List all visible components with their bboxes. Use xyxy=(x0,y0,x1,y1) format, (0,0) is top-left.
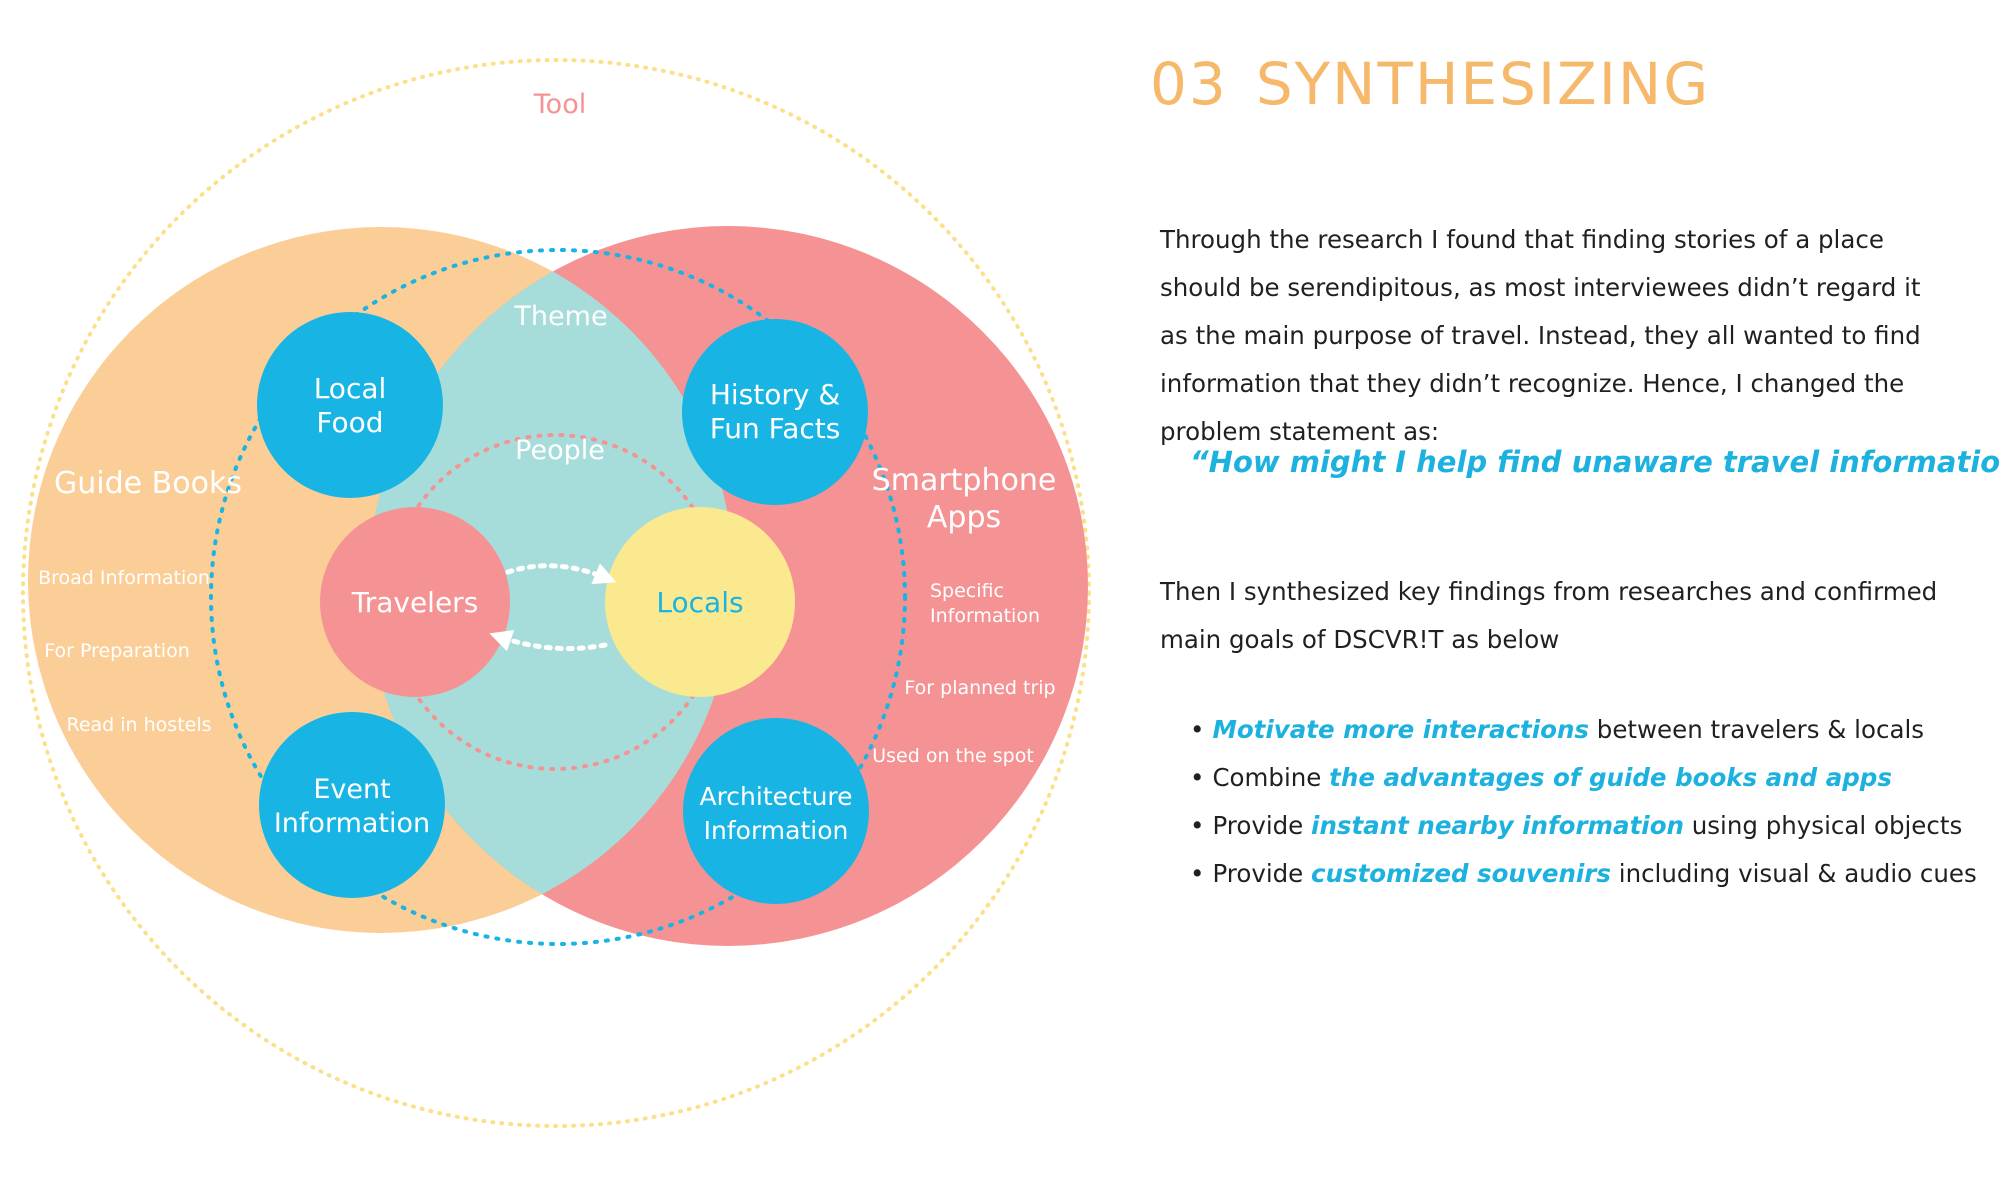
local-food-node: Local Food xyxy=(257,312,443,498)
section-heading: 03 SYNTHESIZING xyxy=(1150,50,1710,118)
smartphone-apps-item: Used on the spot xyxy=(872,745,1034,767)
smartphone-apps-title: Apps xyxy=(927,500,1001,535)
problem-statement-quote: “How might I help find unaware travel in… xyxy=(1190,445,2000,479)
research-paragraph: Through the research I found that findin… xyxy=(1160,225,1921,446)
guide-books-title: Guide Books xyxy=(54,466,242,501)
svg-text:History &: History & xyxy=(710,378,840,411)
smartphone-apps-item: Specific xyxy=(930,580,1004,602)
goal-item: •Provide customized souvenirs including … xyxy=(1190,859,1977,888)
locals-node: Locals xyxy=(605,507,795,697)
guide-books-item: Broad Information xyxy=(38,567,210,589)
smartphone-apps-title: Smartphone xyxy=(872,463,1057,498)
event-information-node: Event Information xyxy=(259,712,445,898)
svg-text:Locals: Locals xyxy=(656,586,743,619)
guide-books-item: Read in hostels xyxy=(66,714,211,736)
svg-text:Food: Food xyxy=(316,406,383,439)
guide-books-item: For Preparation xyxy=(44,640,190,662)
section-number: 03 xyxy=(1150,50,1228,118)
tool-ring xyxy=(21,58,1091,1128)
section-title: SYNTHESIZING xyxy=(1255,50,1711,118)
smartphone-apps-item: For planned trip xyxy=(904,677,1055,699)
theme-label: Theme xyxy=(513,301,607,332)
tool-label: Tool xyxy=(533,89,586,120)
svg-text:Information: Information xyxy=(274,808,430,839)
svg-text:Information: Information xyxy=(704,816,849,845)
svg-text:Event: Event xyxy=(313,774,390,805)
svg-text:Travelers: Travelers xyxy=(351,586,479,619)
goal-item: •Provide instant nearby information usin… xyxy=(1190,811,1963,840)
goal-item: •Combine the advantages of guide books a… xyxy=(1190,763,1892,792)
arrow-locals-to-travelers xyxy=(489,629,608,652)
svg-text:Fun Facts: Fun Facts xyxy=(710,412,841,445)
text-panel: 03 SYNTHESIZING Through the research I fo… xyxy=(1150,50,2000,1150)
theme-ring xyxy=(209,248,907,946)
history-fun-facts-node: History & Fun Facts xyxy=(682,319,868,505)
venn-diagram: Tool Theme People Guide Books Broad Info… xyxy=(21,58,1091,1128)
svg-text:Local: Local xyxy=(314,372,387,405)
architecture-information-node: Architecture Information xyxy=(683,718,869,904)
findings-paragraph: Then I synthesized key findings from res… xyxy=(1160,577,1938,654)
people-label: People xyxy=(515,435,605,466)
svg-text:Architecture: Architecture xyxy=(699,782,852,811)
smartphone-apps-item: Information xyxy=(930,605,1040,627)
goals-list: •Motivate more interactions between trav… xyxy=(1190,706,1977,898)
goal-item: •Motivate more interactions between trav… xyxy=(1190,715,1925,744)
arrow-travelers-to-locals xyxy=(505,563,617,585)
travelers-node: Travelers xyxy=(320,507,510,697)
